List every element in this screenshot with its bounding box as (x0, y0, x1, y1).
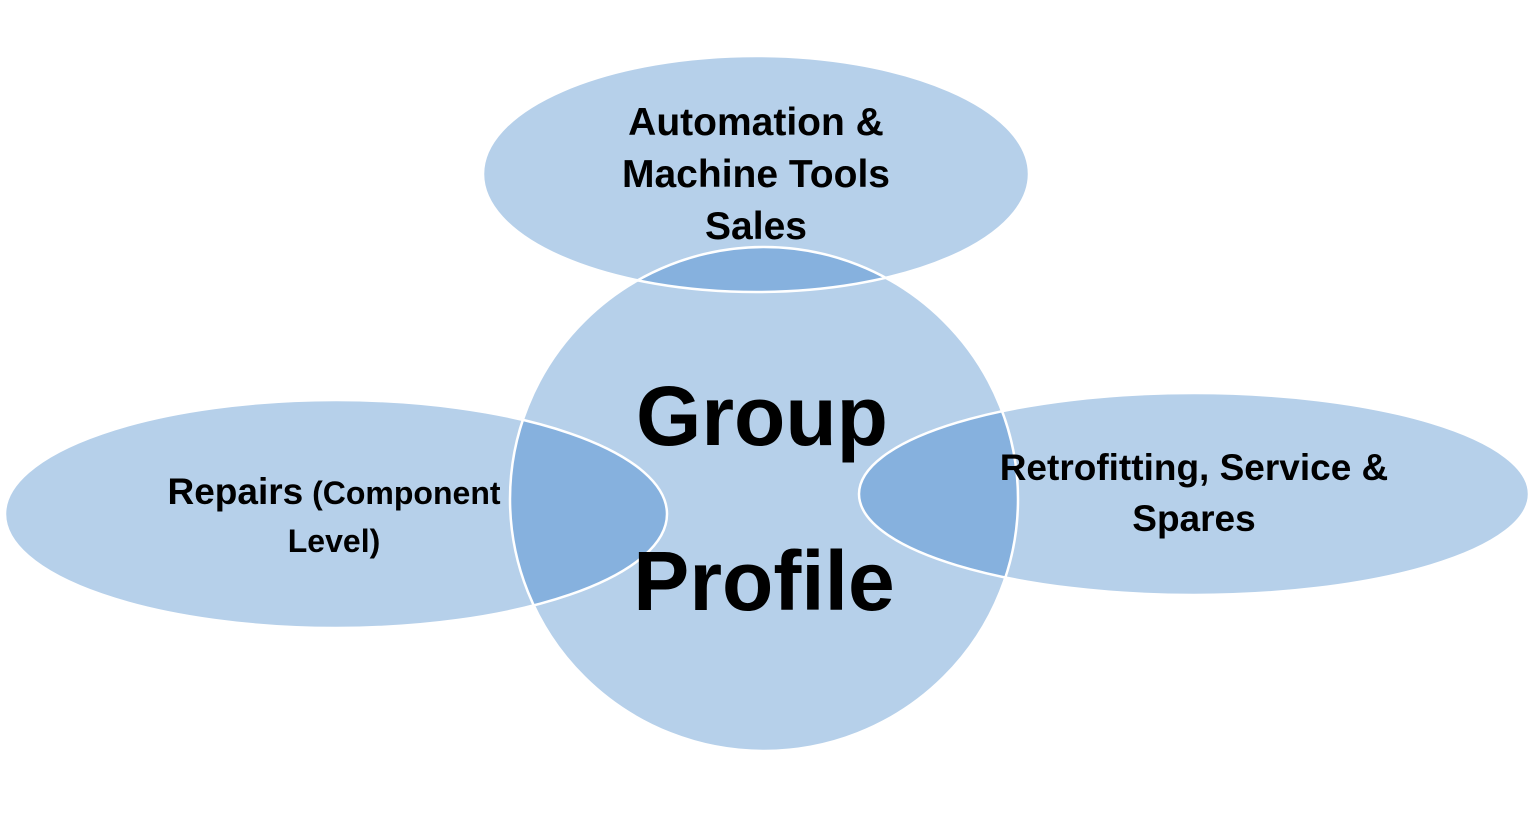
right-label-line2: Spares (1132, 498, 1255, 539)
left-label-line2: Level) (288, 523, 380, 559)
left-outline (3, 398, 669, 630)
top-label-line2: Machine Tools (622, 153, 890, 196)
left-ellipse (5, 400, 667, 628)
center-label-line2: Profile (633, 534, 894, 628)
right-label-line1: Retrofitting, Service & (1000, 447, 1389, 488)
right-ellipse (859, 393, 1529, 595)
right-outline (857, 391, 1530, 597)
left-label-line1: Repairs (Component (167, 471, 500, 512)
top-outline (481, 54, 1031, 294)
top-ellipse (483, 56, 1029, 292)
center-label-line1: Group (636, 369, 888, 463)
left-label-main: Repairs (167, 471, 303, 512)
top-label-line1: Automation & (628, 101, 884, 144)
center-circle (510, 247, 1018, 751)
left-label-paren: (Component (303, 475, 501, 511)
center-outline (508, 245, 1020, 753)
top-label-line3: Sales (705, 205, 807, 248)
